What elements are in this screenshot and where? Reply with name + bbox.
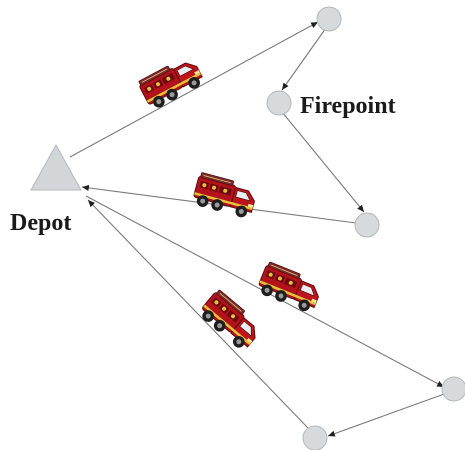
- edge-far-right-to-bottom: [327, 392, 448, 437]
- fire-truck-icon: [196, 288, 265, 354]
- firepoint-label: Firepoint: [300, 93, 396, 119]
- edge-depot-to-top: [69, 21, 319, 158]
- edge-firepoint-to-right: [281, 111, 365, 213]
- circle-firepoint-icon: [266, 90, 292, 116]
- fire-truck-icon: [136, 53, 207, 113]
- firepoint-nodes: [266, 6, 465, 450]
- depot-label: Depot: [10, 210, 71, 236]
- edge-top-to-firepoint: [281, 27, 327, 91]
- circle-firepoint-icon: [354, 212, 380, 238]
- edge-bottom-to-depot: [87, 199, 309, 429]
- circle-firepoint-icon: [441, 376, 465, 402]
- circle-firepoint-icon: [302, 425, 328, 450]
- fire-truck-icon: [190, 171, 259, 221]
- fire-truck-icon: [255, 260, 325, 315]
- triangle-depot-icon: [30, 143, 82, 191]
- route-edges: [69, 21, 448, 437]
- circle-firepoint-icon: [316, 6, 342, 32]
